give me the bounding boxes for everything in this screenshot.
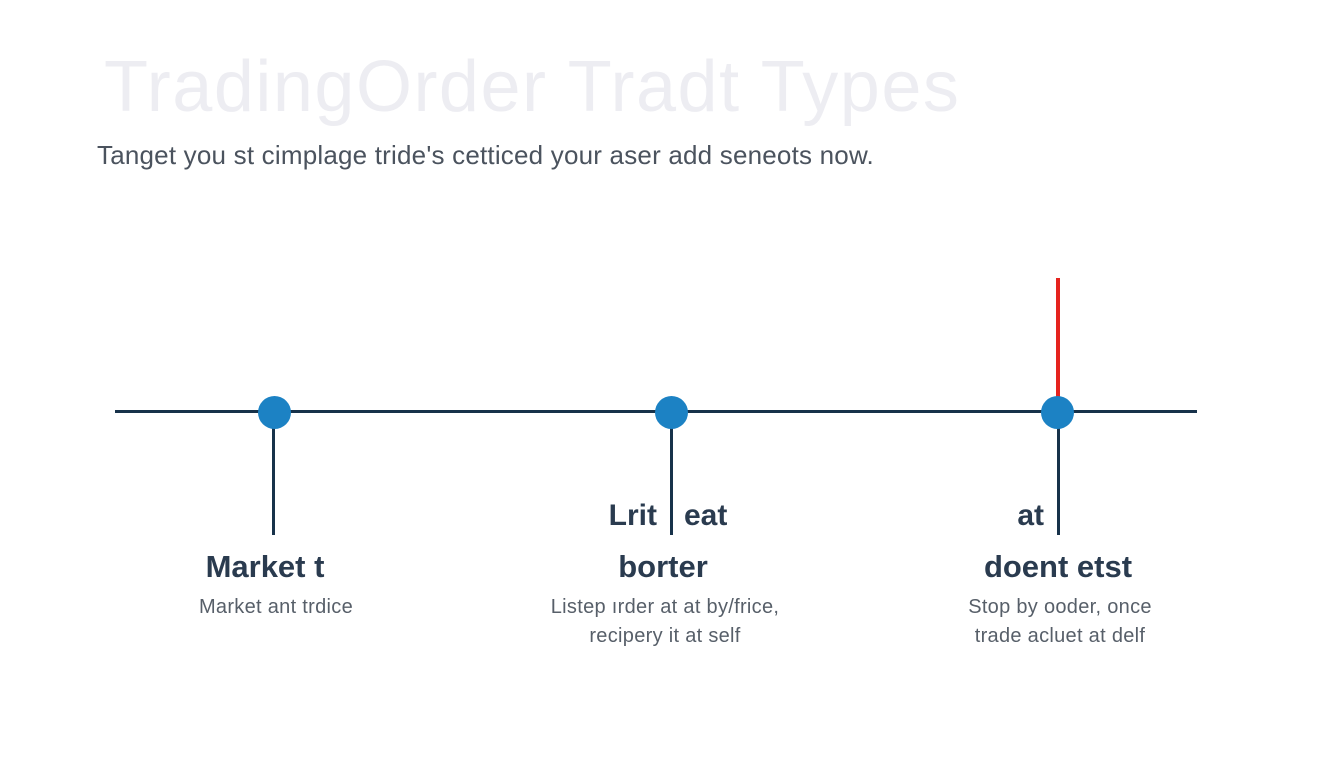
timeline-dot-stop: [1041, 396, 1074, 429]
stem-label-limit-left: Lrit: [608, 499, 657, 532]
description-line: Market ant trdice: [198, 596, 354, 618]
alert-marker-line: [1056, 278, 1060, 400]
ghost-watermark-title: TradingOrder Tradt Types: [104, 47, 961, 127]
item-description-stop: Stop by ooder, once trade acluet at delf: [870, 593, 1250, 651]
stem-line-limit: [670, 414, 673, 535]
item-heading-stop: doent etst: [983, 549, 1133, 584]
description-line: Listep ırder at at by/frice,: [550, 596, 780, 618]
item-heading-limit: borter: [618, 549, 708, 584]
stem-line-market: [272, 414, 275, 535]
diagram-subtitle: Tanget you st cimplage tride's cetticed …: [97, 140, 874, 170]
stem-line-stop: [1057, 414, 1060, 535]
description-line: recipery it at self: [589, 625, 741, 647]
item-description-limit: Listep ırder at at by/frice, recipery it…: [475, 593, 855, 651]
timeline-dot-limit: [655, 396, 688, 429]
stem-label-limit-right: eat: [684, 499, 728, 532]
item-description-market: Market ant trdice: [86, 593, 466, 622]
timeline-dot-market: [258, 396, 291, 429]
description-line: Stop by ooder, once: [968, 596, 1152, 618]
stem-label-stop-left: at: [1017, 499, 1044, 532]
description-line: trade acluet at delf: [974, 625, 1146, 647]
item-heading-market: Market t: [205, 549, 325, 584]
